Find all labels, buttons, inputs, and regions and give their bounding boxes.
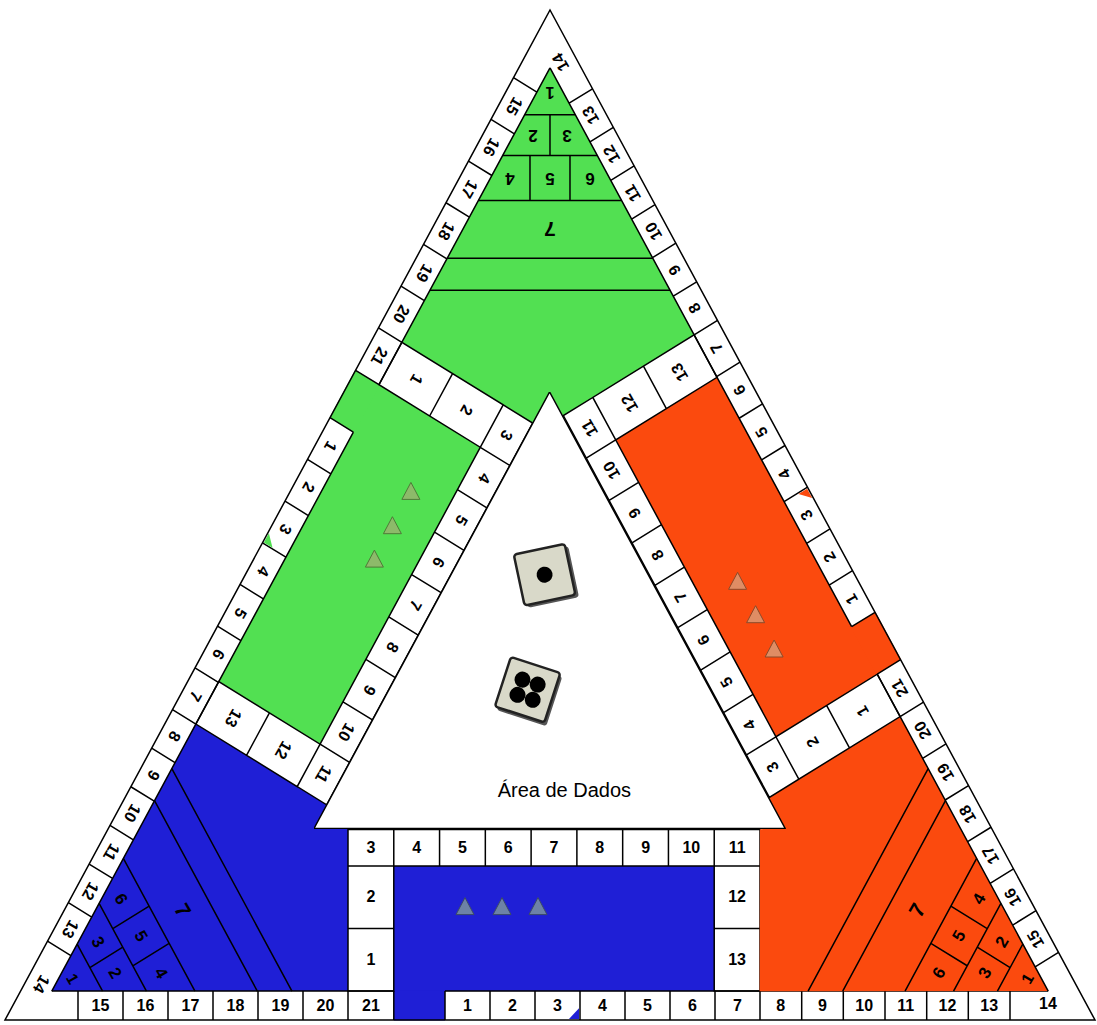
dice-area: Área de Dados bbox=[314, 392, 785, 829]
cell-number: 8 bbox=[595, 840, 604, 856]
cell-number: 9 bbox=[818, 998, 827, 1014]
cell-number: 1 bbox=[366, 952, 375, 968]
cell-number: 12 bbox=[939, 998, 957, 1014]
cell-number: 19 bbox=[272, 998, 290, 1014]
cell-number: 2 bbox=[528, 127, 537, 144]
cell-number: 18 bbox=[227, 998, 245, 1014]
cell-number: 5 bbox=[643, 998, 652, 1014]
dice-area-outline bbox=[314, 392, 785, 829]
cell-number: 17 bbox=[182, 998, 200, 1014]
cell-number: 15 bbox=[92, 998, 110, 1014]
cell-number: 1 bbox=[463, 998, 472, 1014]
cell-number: 5 bbox=[545, 170, 554, 187]
cell-number: 4 bbox=[505, 170, 514, 187]
cell-number: 10 bbox=[682, 840, 700, 856]
blue-token bbox=[493, 898, 511, 915]
cell-number: 8 bbox=[776, 998, 785, 1014]
blue-token bbox=[529, 898, 547, 915]
area-label: Área de Dados bbox=[498, 779, 631, 801]
cell-number: 3 bbox=[562, 127, 571, 144]
cell-number: 5 bbox=[458, 840, 467, 856]
board-outline bbox=[5, 10, 1095, 1020]
cell-number: 21 bbox=[362, 998, 380, 1014]
board-frame bbox=[5, 10, 1095, 1025]
cell-number: 7 bbox=[544, 219, 556, 240]
die-one bbox=[514, 544, 579, 609]
cell-number: 20 bbox=[317, 998, 335, 1014]
cell-number: 7 bbox=[550, 840, 559, 856]
die-face bbox=[514, 544, 576, 606]
cell-number: 4 bbox=[412, 840, 421, 856]
cell-number: 2 bbox=[508, 998, 517, 1014]
cell-number: 3 bbox=[553, 998, 562, 1014]
orange-token bbox=[765, 640, 783, 657]
cell-number: 6 bbox=[688, 998, 697, 1014]
cell-number: 9 bbox=[641, 840, 650, 856]
cell-number: 13 bbox=[980, 998, 998, 1014]
green-token bbox=[383, 517, 401, 534]
blue-token bbox=[456, 898, 474, 915]
cell-number: 14 bbox=[1039, 996, 1057, 1012]
cell-number: 1 bbox=[546, 84, 555, 100]
cell-number: 13 bbox=[728, 952, 746, 968]
cell-number: 16 bbox=[137, 998, 155, 1014]
cell-number: 11 bbox=[897, 998, 914, 1014]
die-pip bbox=[523, 690, 543, 710]
green-token bbox=[402, 482, 420, 499]
orange-arm bbox=[334, 53, 1073, 1025]
cell-number: 4 bbox=[598, 998, 607, 1014]
dice-area-shape bbox=[314, 392, 785, 829]
green-token bbox=[365, 550, 383, 567]
die-pip bbox=[528, 675, 548, 695]
die-pip bbox=[508, 685, 528, 705]
cell-number: 11 bbox=[729, 840, 746, 856]
cell-number: 7 bbox=[733, 998, 742, 1014]
die-four bbox=[494, 657, 563, 726]
cell-number: 10 bbox=[855, 998, 873, 1014]
cell-number: 12 bbox=[728, 889, 746, 905]
die-face bbox=[495, 657, 561, 723]
die-pip bbox=[513, 670, 533, 690]
orange-token bbox=[729, 572, 747, 589]
die-pip bbox=[535, 566, 554, 585]
cell-number: 3 bbox=[366, 840, 375, 856]
cell-number: 6 bbox=[504, 840, 513, 856]
cell-number: 2 bbox=[366, 889, 375, 905]
cell-number: 6 bbox=[585, 170, 594, 187]
orange-token bbox=[747, 606, 765, 623]
